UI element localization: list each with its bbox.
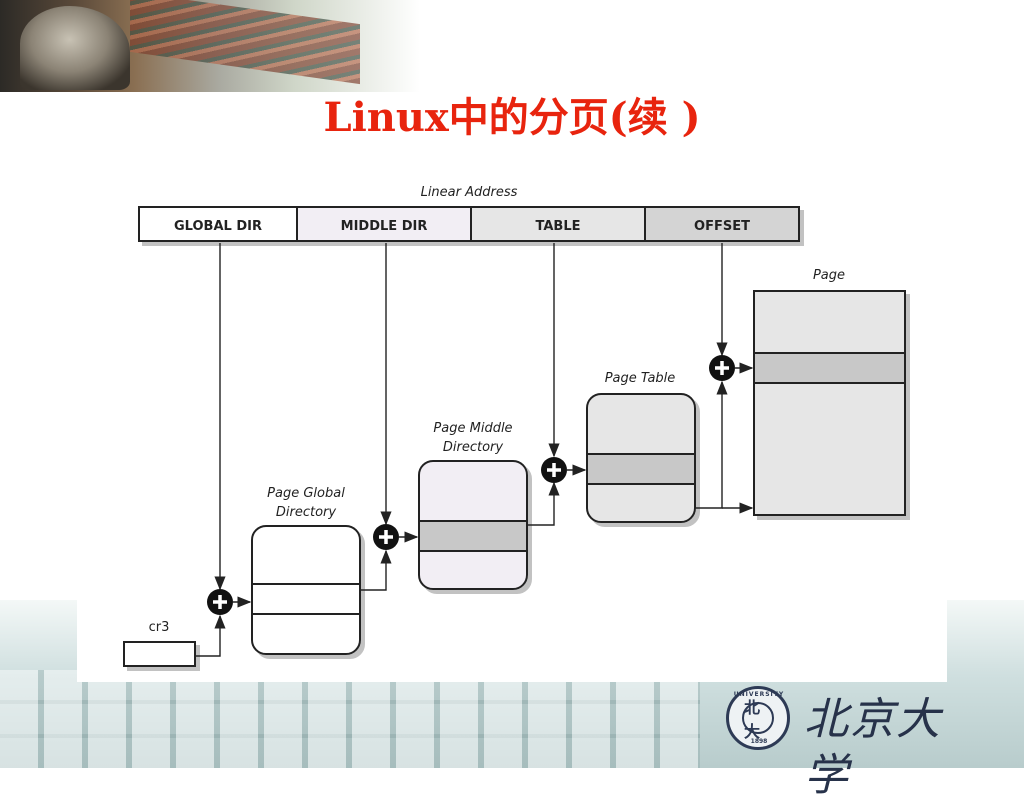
pmd-frame: [418, 460, 528, 590]
header-photo-banner: [0, 0, 420, 92]
cr3-label: cr3: [149, 620, 170, 635]
seal-ring-text: UNIVERSITY: [733, 691, 785, 698]
field-offset-box: [644, 206, 800, 242]
adder-pmd-icon: [373, 524, 399, 550]
page-table-frame: [586, 393, 696, 523]
pmd-label-line1: Page Middle: [433, 421, 512, 436]
connector-lines: [195, 243, 754, 657]
paging-diagram: Linear Address GLOBAL DIR MIDDLE DIR TAB…: [123, 185, 906, 667]
adder-pgd-icon: [207, 589, 233, 615]
seal-center: 北大: [742, 698, 774, 741]
gate-roof-image: [130, 0, 360, 85]
page-selected-entry: [753, 352, 906, 384]
keyboard-image: [0, 670, 700, 768]
field-table: TABLE: [536, 219, 581, 234]
adder-pt-icon: [541, 457, 567, 483]
linear-address-label: Linear Address: [421, 185, 518, 200]
field-middle-dir-box: [296, 206, 472, 242]
pmd-entry: [418, 520, 528, 552]
university-seal-icon: UNIVERSITY 北大 1898: [726, 686, 790, 750]
field-table-box: [470, 206, 646, 242]
page-table-entry: [586, 453, 696, 485]
slide-title: Linux中的分页(续 ): [323, 94, 701, 141]
university-name: 北京大学: [804, 694, 942, 801]
adder-page-icon: [709, 355, 735, 381]
linear-address-bar: [138, 206, 800, 242]
pmd-label-line2: Directory: [443, 440, 504, 455]
seal-year: 1898: [750, 738, 768, 745]
pgd-entry: [251, 583, 361, 615]
pgd-label-line2: Directory: [276, 505, 337, 520]
cr3-register: [123, 641, 196, 667]
page-frame: [753, 290, 906, 516]
field-offset: OFFSET: [694, 219, 750, 234]
pku-logo: UNIVERSITY 北大 1898 北京大学: [726, 686, 984, 801]
page-label: Page: [813, 268, 845, 283]
field-middle-dir: MIDDLE DIR: [341, 219, 428, 234]
stone-lion-image: [20, 6, 130, 90]
pgd-label-line1: Page Global: [267, 486, 345, 501]
page-table-label: Page Table: [605, 371, 676, 386]
pgd-frame: [251, 525, 361, 655]
field-global-dir: GLOBAL DIR: [174, 219, 262, 234]
